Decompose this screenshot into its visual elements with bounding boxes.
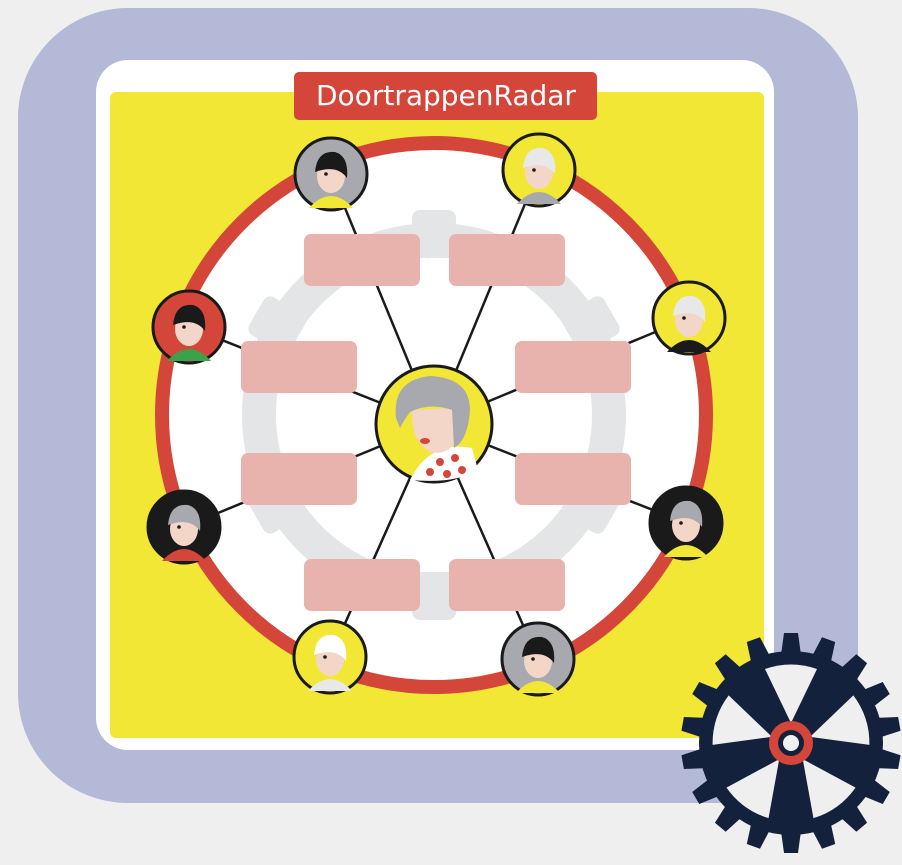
label-box — [449, 234, 565, 286]
portrait-node — [501, 132, 577, 208]
portrait-node — [146, 489, 222, 565]
label-box — [515, 453, 631, 505]
woman-with-headscarf-portrait-icon — [516, 636, 560, 693]
bearded-older-man-portrait-icon — [308, 634, 352, 691]
bicycle-chainring-gear-icon — [681, 633, 901, 853]
portrait-node — [651, 280, 727, 356]
diagram-title: DoortrappenRadar — [294, 72, 597, 120]
label-box — [241, 453, 357, 505]
outer-portrait-nodes — [146, 132, 727, 697]
portrait-node — [648, 485, 724, 561]
label-box — [241, 341, 357, 393]
portrait-node — [292, 619, 368, 695]
portrait-node — [293, 136, 369, 212]
grey-haired-woman-portrait-icon — [664, 500, 708, 557]
label-box — [304, 234, 420, 286]
white-haired-man-portrait-icon — [517, 147, 561, 204]
white-haired-man-profile-portrait-icon — [667, 295, 711, 352]
label-box — [304, 559, 420, 611]
man-with-cap-portrait-icon — [309, 151, 353, 208]
portrait-node — [151, 289, 227, 365]
older-woman-portrait-icon — [395, 376, 478, 481]
center-portrait-node — [374, 364, 494, 484]
older-man-with-glasses-portrait-icon — [162, 504, 206, 561]
label-box — [515, 341, 631, 393]
portrait-node — [500, 621, 576, 697]
cyclist-with-helmet-portrait-icon — [167, 304, 211, 361]
label-box — [449, 559, 565, 611]
label-boxes — [241, 234, 631, 611]
